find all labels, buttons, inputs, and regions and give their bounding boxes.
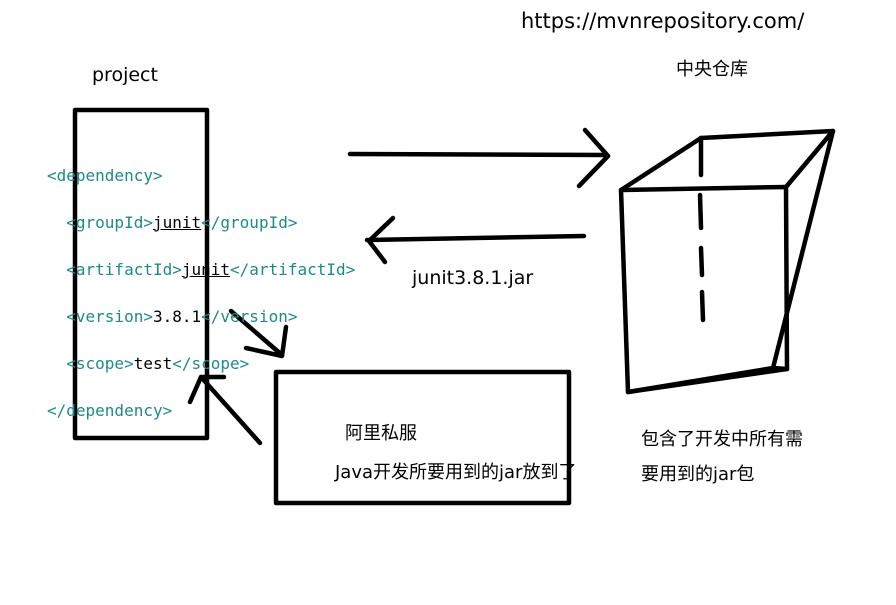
aliyun-mirror-label: 阿里私服: [345, 423, 417, 444]
central-desc-line1: 包含了开发中所有需: [641, 429, 803, 450]
artifactid-line: <artifactId>junit</artifactId>: [47, 258, 355, 282]
dependency-snippet: <dependency> <groupId>junit</groupId> <a…: [47, 140, 355, 446]
version-value: 3.8.1: [152, 306, 202, 326]
groupid-value: junit: [152, 212, 202, 232]
central-repo-cube: [618, 128, 836, 395]
jar-file-label: junit3.8.1.jar: [412, 267, 534, 289]
dependency-open-tag: <dependency>: [47, 165, 163, 185]
central-desc-line2: 要用到的jar包: [641, 464, 755, 485]
scope-close-tag: </scope>: [172, 353, 250, 373]
url-label: https://mvnrepository.com/: [521, 9, 805, 33]
scope-open-tag: <scope>: [66, 353, 134, 373]
artifactid-value: junit: [181, 259, 231, 279]
arrow-to-central: [347, 127, 611, 189]
version-line: <version>3.8.1</version>: [47, 305, 355, 329]
central-repo-label: 中央仓库: [676, 59, 748, 80]
groupid-close-tag: </groupId>: [201, 212, 298, 232]
project-label: project: [92, 64, 158, 86]
version-open-tag: <version>: [66, 306, 153, 326]
dependency-close-tag: </dependency>: [47, 400, 173, 420]
artifactid-open-tag: <artifactId>: [66, 259, 182, 279]
aliyun-desc-label: Java开发所要用到的jar放到了: [335, 462, 577, 483]
groupid-open-tag: <groupId>: [66, 212, 153, 232]
groupid-line: <groupId>junit</groupId>: [47, 211, 355, 235]
dependency-close-line: </dependency>: [47, 399, 355, 423]
arrow-from-central: [364, 215, 587, 265]
scope-value: test: [133, 353, 173, 373]
arrow-to-aliyun: [228, 308, 289, 359]
arrow-from-aliyun: [187, 374, 263, 446]
version-close-tag: </version>: [201, 306, 298, 326]
artifactid-close-tag: </artifactId>: [230, 259, 356, 279]
aliyun-mirror-box: [273, 369, 572, 506]
project-box: [72, 107, 210, 441]
dependency-open-line: <dependency>: [47, 164, 355, 188]
scope-line: <scope>test</scope>: [47, 352, 355, 376]
